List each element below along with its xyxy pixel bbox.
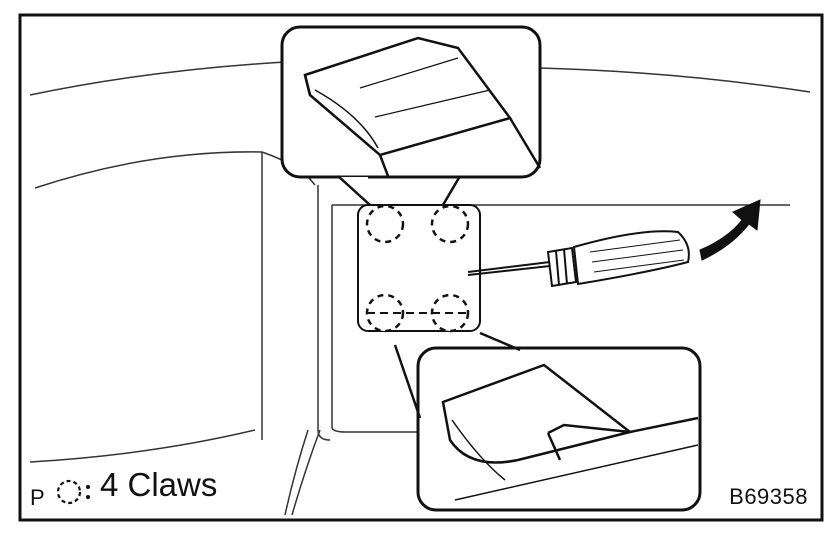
- claw-detail-bottom: [441, 363, 699, 501]
- claw-marker-icon: [430, 204, 470, 244]
- legend-prefix: P: [30, 485, 45, 510]
- claw-marker-icon: [365, 204, 405, 244]
- dashboard-outline: [29, 61, 811, 516]
- bottom-callout: [393, 331, 702, 512]
- claw-legend-icon: [56, 479, 90, 505]
- legend-claws-label: 4 Claws: [100, 466, 218, 503]
- top-callout: [280, 25, 542, 206]
- claw-detail-top: [303, 36, 542, 177]
- figure-code: B69358: [729, 484, 808, 509]
- screwdriver-icon: [467, 230, 690, 288]
- pry-arrow-icon: [699, 199, 761, 261]
